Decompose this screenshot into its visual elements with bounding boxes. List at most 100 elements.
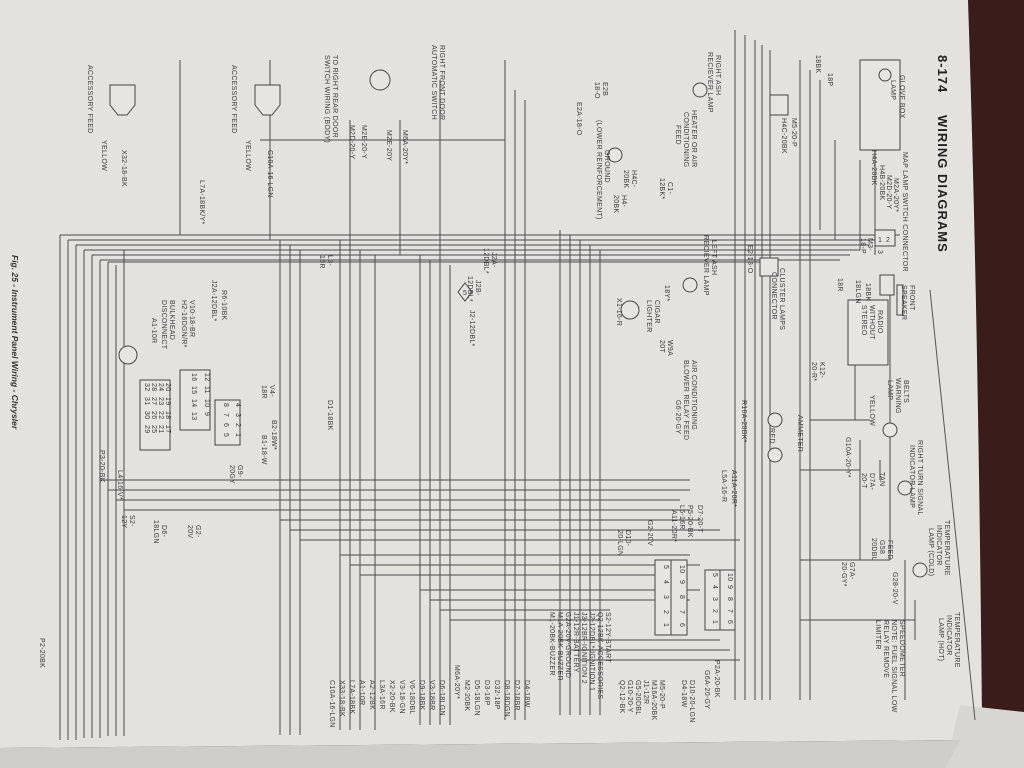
wire-label: L3- — [326, 255, 333, 266]
wire-list-item: L7A-18BK — [348, 680, 355, 714]
pin-label: 7 — [222, 413, 229, 417]
radio-label: RADIO — [876, 310, 883, 334]
pin-label: 7 — [678, 610, 685, 614]
wire-list-item: D32-18P — [493, 680, 500, 710]
pin-label: 5 — [711, 573, 718, 577]
main-connector-pins: 10 9 8 7 6 5 4 3 2 1 — [662, 565, 685, 627]
wire-label: M2E-20-Y — [360, 125, 367, 159]
pin-label: 14 — [190, 399, 197, 407]
wire-label: 12Y — [120, 515, 127, 528]
wire-list-item: Q2-12-BK — [618, 680, 625, 714]
pin-label: 7 — [726, 609, 733, 613]
pin-label: 3 — [662, 595, 669, 599]
door-switch-label: AUTOMATIC SWITCH — [430, 45, 437, 120]
wire-label: G9- — [236, 465, 243, 478]
ignition-wire-list: S2-12Y-START Q2-12BK-ACCESSORIES J2-12DB… — [548, 612, 611, 699]
wire-label: D1-18BK — [326, 400, 333, 431]
wire-list-item: M5-20-P — [658, 680, 665, 709]
pin-label: 8 — [678, 595, 685, 599]
wire-color-label: YELLOW — [244, 140, 251, 171]
glove-box-lamp-label: LAMP — [889, 80, 896, 100]
wire-label: D7A- — [868, 473, 875, 491]
wire-label: 20BK — [622, 170, 629, 188]
wire-list-item: X2-20-BK — [388, 680, 395, 713]
wire-label: 18Y* — [663, 285, 670, 301]
cigar-lighter-label: CIGAR — [653, 300, 660, 324]
note-label: NOTE: FUEL SIGNAL LOW — [890, 620, 897, 713]
wire-label: M3- — [866, 238, 873, 251]
wire-color-label: TAN — [878, 472, 885, 486]
wire-label: G7A- — [848, 562, 855, 580]
temp-cold-label: LAMP (COLD) — [927, 528, 934, 576]
pin-label: 4 — [234, 403, 241, 407]
wire-label: 18BK — [864, 283, 871, 301]
wire-label: 18LGN — [152, 520, 159, 544]
wire-label: M2D-20-Y — [348, 125, 355, 159]
wire-list-item: M16A-20BK — [650, 680, 657, 720]
page — [0, 0, 982, 748]
ac-relay-label: BLOWER RELAY FEED — [682, 360, 689, 440]
wire-label: G6-20-GY — [674, 400, 681, 434]
pin-label: 26 — [150, 411, 157, 419]
wire-label: E2-18-O — [746, 245, 753, 274]
wire-color-label: RED — [768, 428, 775, 444]
wire-list-item: D6-18LGN — [438, 680, 445, 716]
pin-label: 1 — [878, 237, 882, 244]
wire-label: 20T — [658, 340, 665, 353]
pin-label: 6 — [678, 623, 685, 627]
pin-label: 13 — [190, 412, 197, 420]
wire-label: X32-18-BK — [120, 150, 127, 187]
wire-label: H4B-20BK — [878, 165, 885, 201]
wire-label: FEED — [886, 540, 893, 560]
wire-label: W9A — [666, 340, 673, 356]
wire-label: 18-O — [593, 82, 600, 99]
wire-list-item: V3-18BR — [428, 680, 435, 711]
wire-label: V4- — [268, 385, 275, 397]
map-lamp-switch-connector: 1 2 — [874, 229, 896, 247]
wire-label: M2A-20Y* — [892, 178, 899, 212]
pin-label: 3 — [711, 597, 718, 601]
wire-list-item: D4-18W — [680, 680, 687, 708]
door-switch-label: RIGHT FRONT DOOR — [438, 45, 445, 120]
wire-list-item: V6-18DBL — [408, 680, 415, 715]
pin-label: 15 — [190, 386, 197, 394]
wire-label: J2-12DBL* — [468, 310, 475, 347]
accessory-feed-label: ACCESSORY FEED — [86, 65, 93, 134]
heater-feed-label: CONDITIONING — [682, 112, 689, 167]
left-wire-list: D4-18W D7-18BR D8-18DGN D32-18P D3-18P D… — [328, 665, 530, 728]
wire-list-item: G6A-20-GY — [703, 670, 710, 709]
wire-label: P5-20-BK — [686, 505, 693, 538]
pin-label: 9 — [678, 580, 685, 584]
pin-label: 1 — [711, 620, 718, 624]
wire-label: S2- — [128, 515, 135, 527]
wire-list-item: M2-20BK — [463, 680, 470, 711]
wire-label: J2B- — [474, 280, 481, 296]
temp-cold-label: TEMPERATURE — [943, 520, 950, 576]
pin-label: 19 — [164, 397, 171, 405]
radio-label: WITHOUT — [868, 305, 875, 340]
pin-label: 1 — [234, 433, 241, 437]
front-speaker-label: SPEAKER — [900, 285, 907, 320]
wire-list-item: J1-12R — [642, 680, 649, 704]
wire-list-item: J1-12R-BATTERY — [572, 612, 579, 673]
lamp-sockets — [118, 69, 928, 578]
belts-lamp-label: WARNING — [894, 378, 901, 414]
right-ash-lamp-label: RECIEVER LAMP — [706, 52, 713, 113]
wire-label: 20-R* — [810, 362, 817, 381]
right-10-pin-connector — [704, 569, 736, 631]
pin-label: 6 — [726, 620, 733, 624]
wire-label: D10- — [624, 530, 631, 547]
wire-label: A1-10R — [150, 318, 157, 344]
pin-label: 3 — [876, 250, 883, 254]
pin-label: 4 — [662, 580, 669, 584]
pin-label: 29 — [143, 425, 150, 433]
wire-list-item: D5-18LGN — [473, 680, 480, 716]
wire-label: H2-16DGN/R* — [180, 300, 187, 348]
wire-list-item: A1-10R — [358, 680, 365, 706]
ac-relay-label: AIR CONDITIONING — [690, 360, 697, 430]
cigar-lighter-label: LIGHTER — [645, 300, 652, 332]
wire-label: G10A-20-Y* — [844, 437, 851, 478]
wire-bundle — [59, 30, 916, 740]
wire-label: M2D-20-Y — [885, 175, 892, 209]
pin-label: 22 — [157, 411, 164, 419]
